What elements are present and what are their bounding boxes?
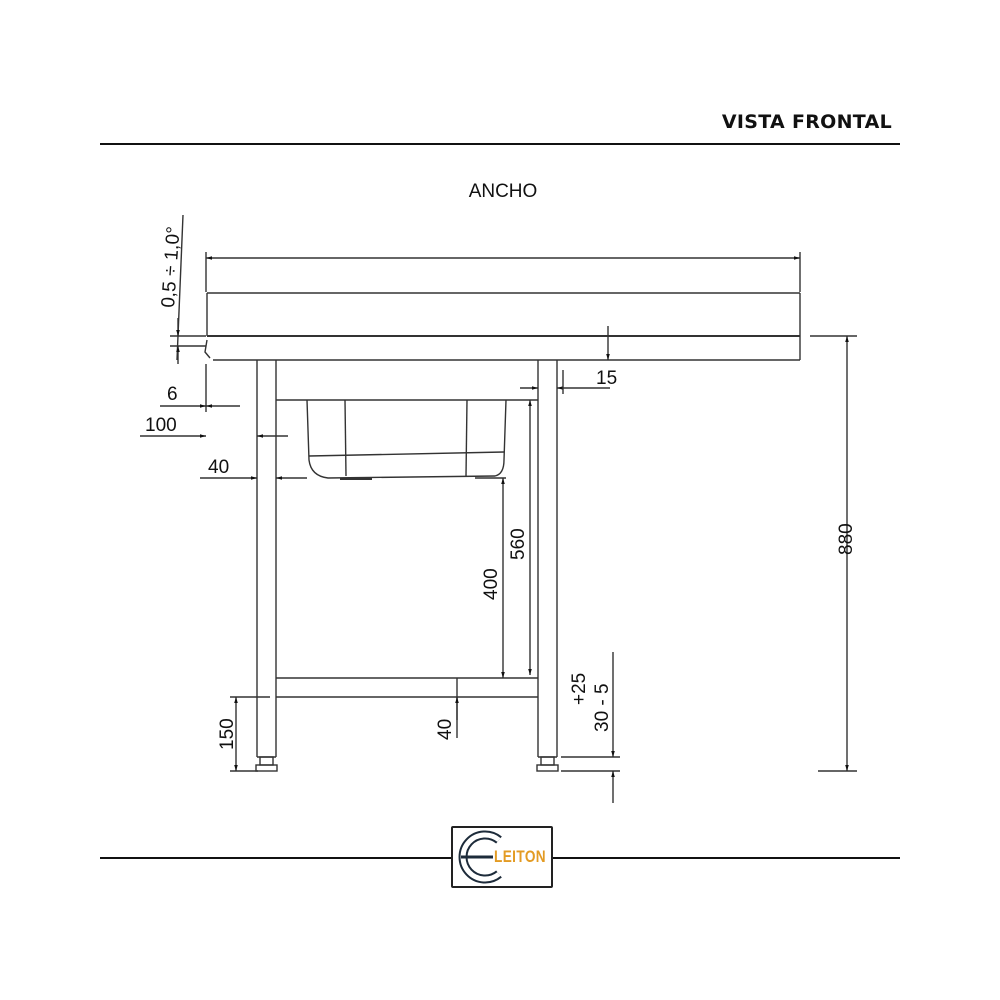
backsplash-gap-label: 15 (596, 368, 617, 389)
shelf-thickness-label: 40 (435, 719, 456, 740)
leg-offset-label: 100 (145, 415, 177, 436)
sink-offset-label: 40 (208, 457, 229, 478)
foot-adjust-base-label: 30 - 5 (592, 683, 613, 732)
foot-adjust-plus-label: +25 (569, 673, 590, 705)
shelf-height-label: 150 (217, 718, 238, 750)
logo-text: LEITON (494, 847, 547, 866)
sink-to-shelf-label: 400 (481, 568, 502, 600)
slope-label: 0,5 ÷ 1,0° (158, 226, 185, 309)
total-height-label: 880 (836, 523, 857, 555)
top-to-shelf-label: 560 (508, 528, 529, 560)
c-logo-icon (458, 830, 502, 884)
edge-offset-label: 6 (167, 384, 178, 405)
header-divider (100, 143, 900, 145)
view-title: VISTA FRONTAL (721, 111, 892, 133)
width-label: ANCHO (469, 181, 538, 202)
leiton-logo: LEITON (451, 826, 553, 888)
